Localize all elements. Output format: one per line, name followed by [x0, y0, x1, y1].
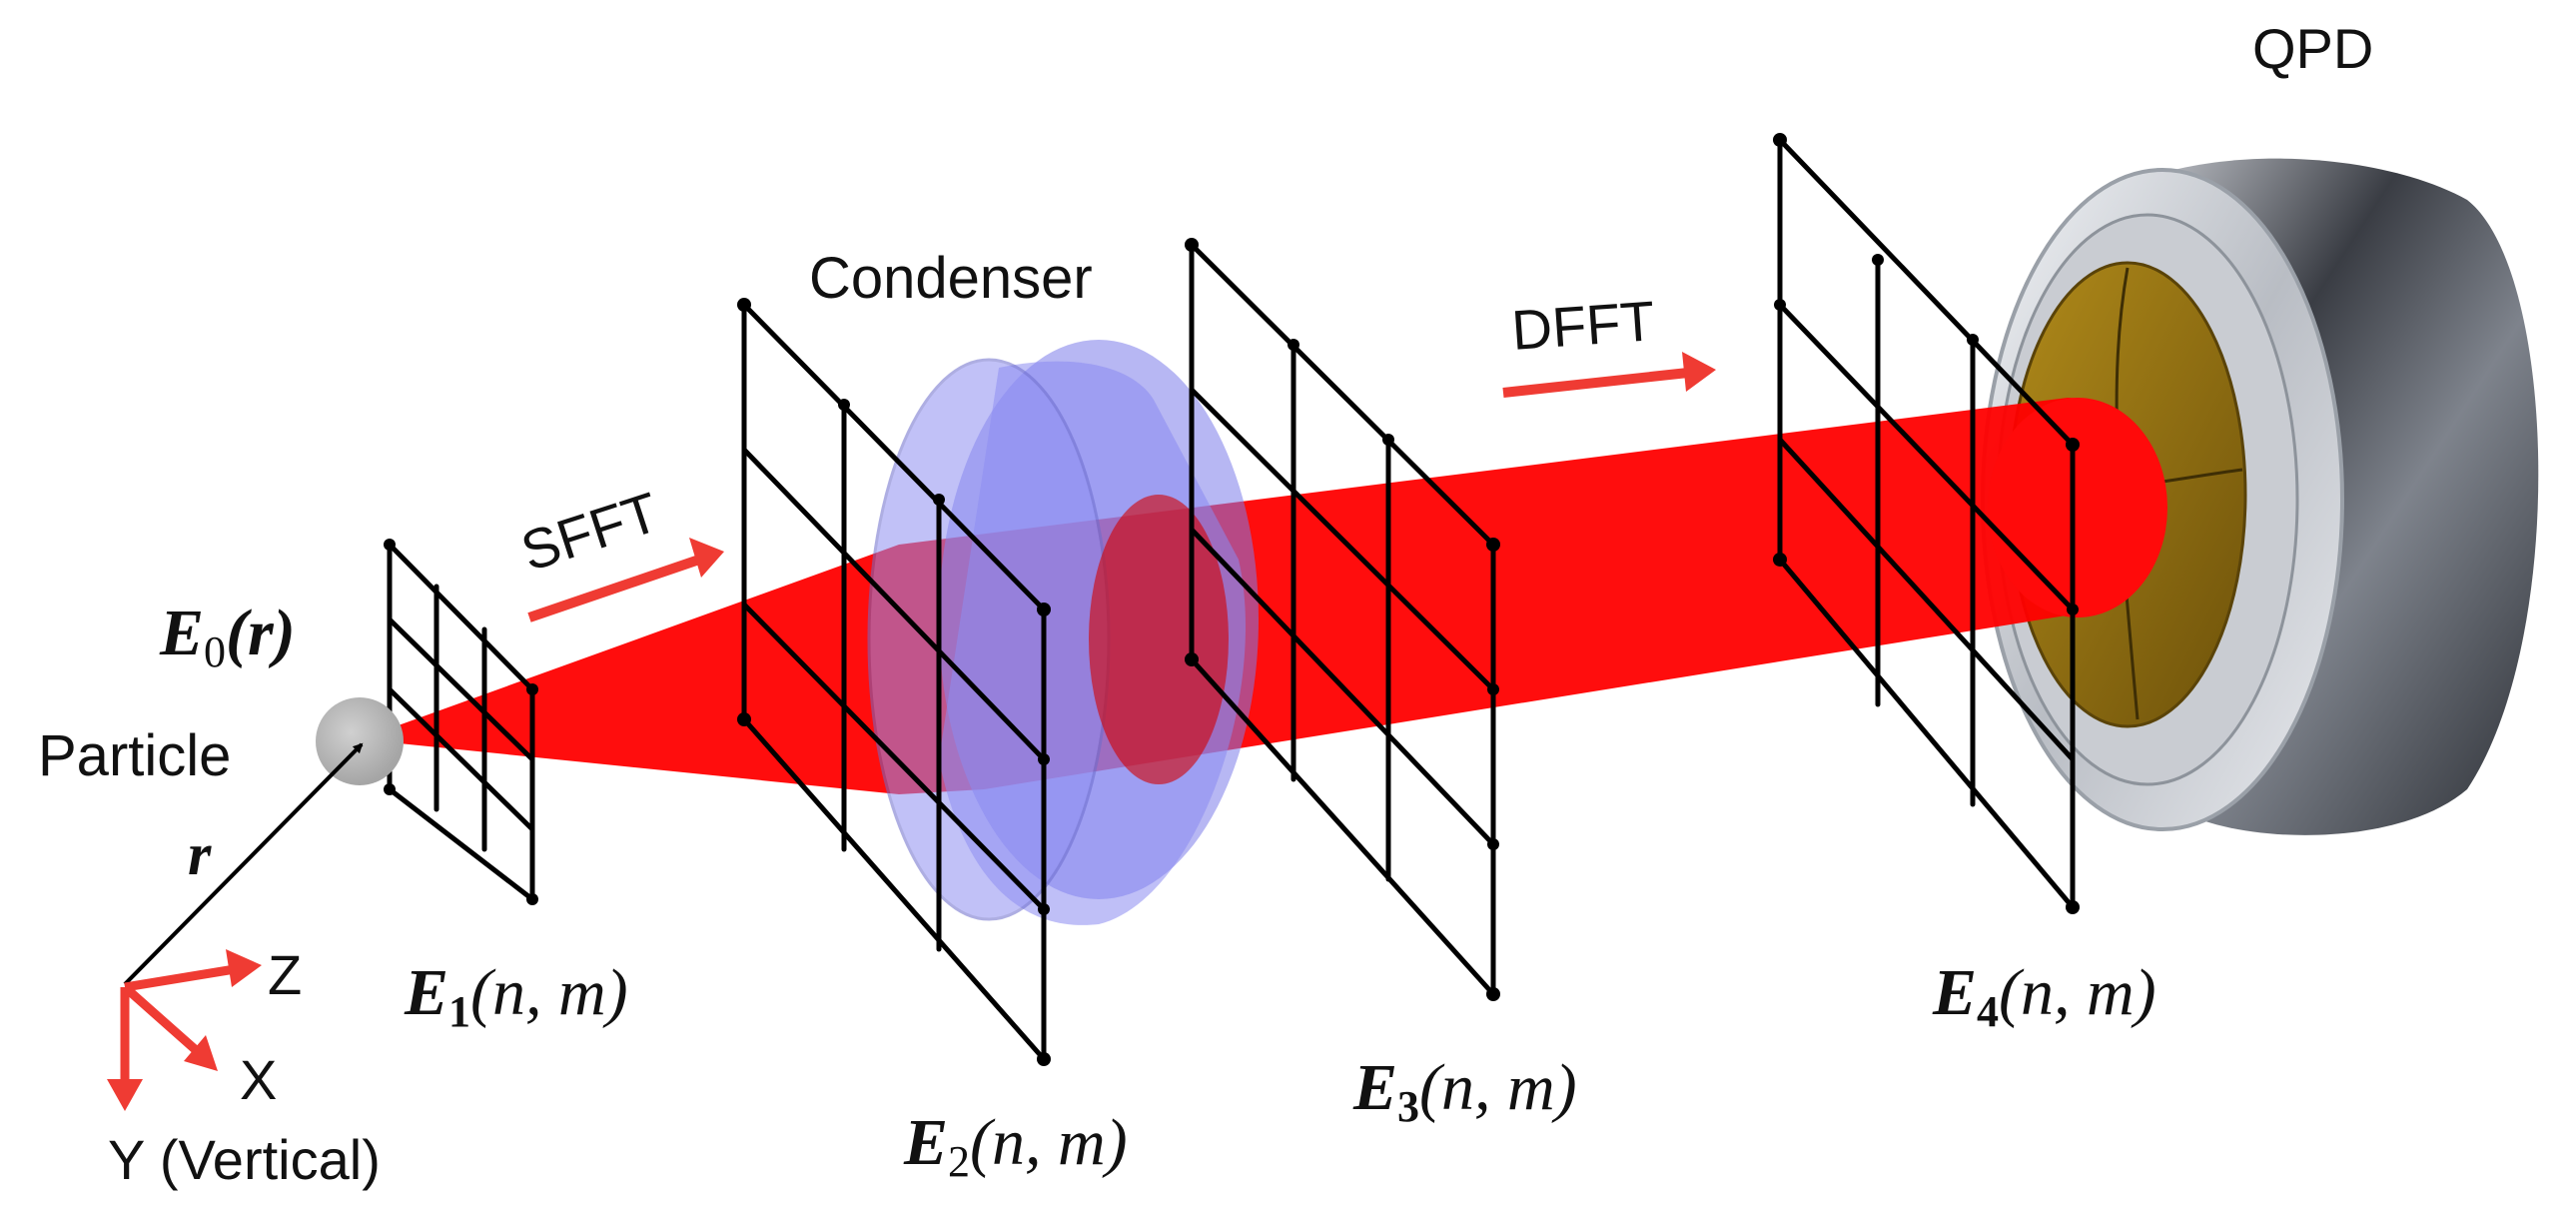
e4-argument: (n, m) — [1999, 956, 2156, 1029]
r-vector — [123, 742, 364, 986]
particle-sphere — [316, 697, 404, 785]
e1-symbol: E — [404, 956, 448, 1029]
x-axis-arrow — [122, 983, 198, 1053]
e0-subscript: 0 — [204, 627, 226, 676]
qpd-label: QPD — [2252, 17, 2373, 80]
e1-label: E1(n, m) — [404, 956, 628, 1036]
laser-beam — [360, 398, 2167, 794]
e0-symbol: E — [159, 597, 204, 669]
condenser-label: Condenser — [809, 246, 1093, 311]
grid-e3 — [1185, 238, 1500, 1001]
e0-argument: (r) — [226, 597, 296, 669]
e2-argument: (n, m) — [970, 1106, 1128, 1179]
z-axis-label: Z — [268, 943, 302, 1006]
condenser-lens — [867, 340, 1259, 925]
e1-subscript: 1 — [448, 987, 470, 1036]
e4-label: E4(n, m) — [1932, 956, 2156, 1036]
grid-e1 — [384, 539, 538, 905]
r-vector-label: r — [188, 821, 212, 887]
lens-front — [867, 358, 1111, 921]
e3-symbol: E — [1352, 1051, 1397, 1124]
z-axis-arrow — [124, 964, 236, 992]
y-axis-label: Y (Vertical) — [108, 1128, 381, 1191]
grid-e2 — [737, 298, 1051, 1066]
beam-spot-on-qpd — [1988, 398, 2167, 617]
e4-subscript: 4 — [1977, 987, 1999, 1036]
e1-argument: (n, m) — [470, 956, 628, 1029]
e2-subscript: 2 — [948, 1137, 970, 1186]
x-axis-label: X — [240, 1048, 277, 1111]
e0-label: E0(r) — [159, 597, 296, 676]
dfft-arrow — [1502, 352, 1716, 398]
grid-e4 — [1773, 133, 2080, 914]
coordinate-axes — [107, 949, 262, 1111]
e3-argument: (n, m) — [1419, 1051, 1577, 1124]
e4-symbol: E — [1932, 956, 1977, 1029]
lens-inner — [1089, 495, 1229, 784]
qpd-detector — [1981, 158, 2539, 835]
e2-symbol: E — [903, 1106, 948, 1179]
sfft-arrow — [527, 538, 724, 622]
e2-label: E2(n, m) — [903, 1106, 1128, 1186]
e3-subscript: 3 — [1397, 1082, 1419, 1131]
e3-label: E3(n, m) — [1352, 1051, 1577, 1131]
particle-label: Particle — [38, 723, 231, 788]
dfft-label: DFFT — [1509, 289, 1656, 362]
sfft-label: SFFT — [513, 480, 666, 583]
